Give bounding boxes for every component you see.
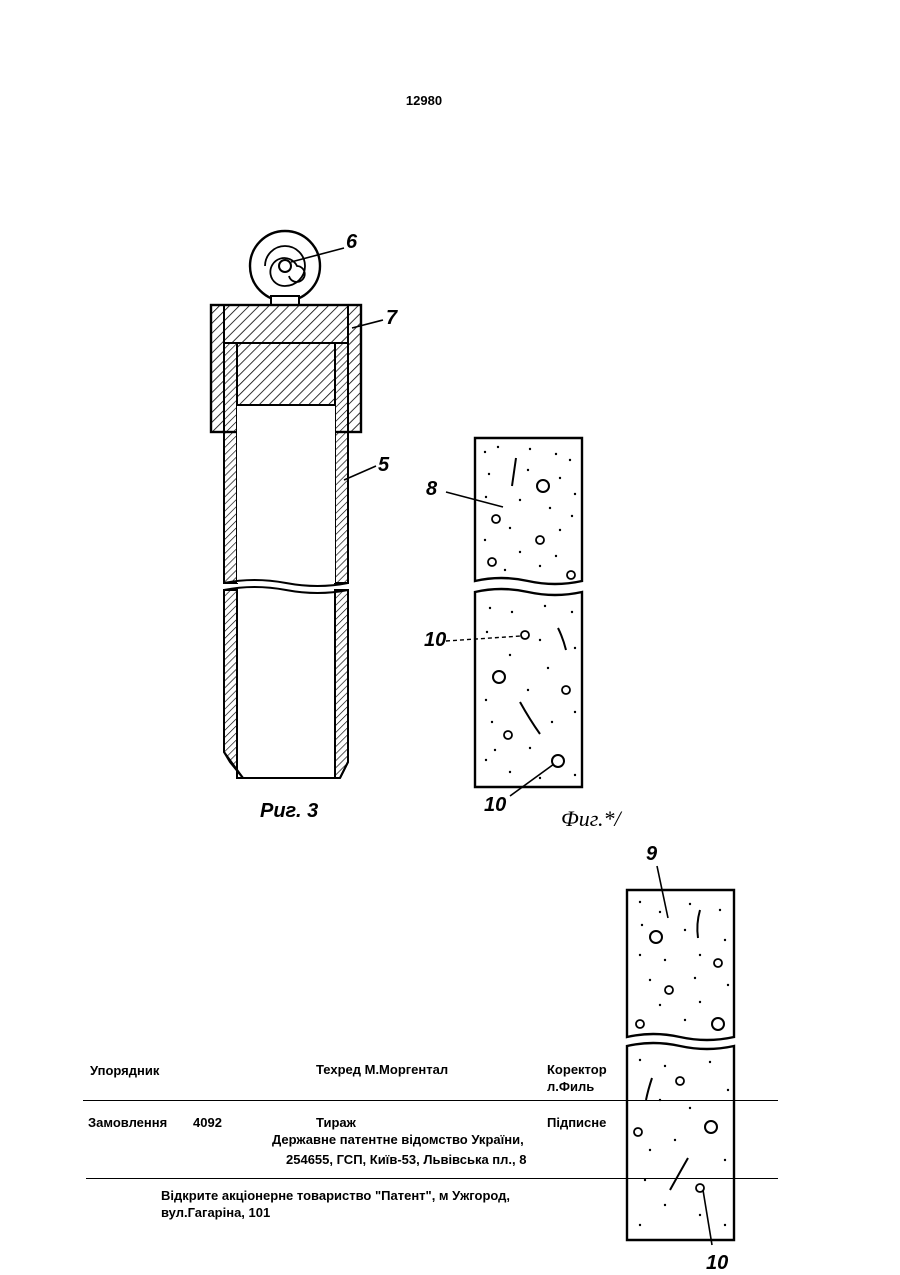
imprint-office-1: Державне патентне відомство України,	[272, 1131, 524, 1148]
sample-core-9-bottom	[627, 1043, 734, 1240]
imprint-printer-1: Відкрите акціонерне товариство "Патент",…	[161, 1187, 510, 1204]
imprint-corrector-2: л.Филь	[547, 1078, 594, 1095]
label-pore-fig5: 10	[706, 1252, 728, 1275]
imprint-techred: Техред М.Моргентал	[316, 1061, 448, 1078]
imprint-printer-2: вул.Гагаріна, 101	[161, 1204, 270, 1221]
imprint-rule-2	[86, 1178, 778, 1179]
sample-core-9-top	[627, 890, 734, 1040]
imprint-order-number: 4092	[193, 1114, 222, 1131]
imprint-order-label: Замовлення	[88, 1114, 167, 1131]
imprint-subscription: Підписне	[547, 1114, 606, 1131]
imprint-circulation: Тираж	[316, 1114, 356, 1131]
imprint-compiler: Упорядник	[90, 1062, 159, 1079]
imprint-office-2: 254655, ГСП, Київ-53, Львівська пл., 8	[286, 1151, 526, 1168]
imprint-corrector-1: Коректор	[547, 1061, 607, 1078]
imprint-rule-1	[83, 1100, 778, 1101]
label-sample-9: 9	[646, 843, 657, 866]
